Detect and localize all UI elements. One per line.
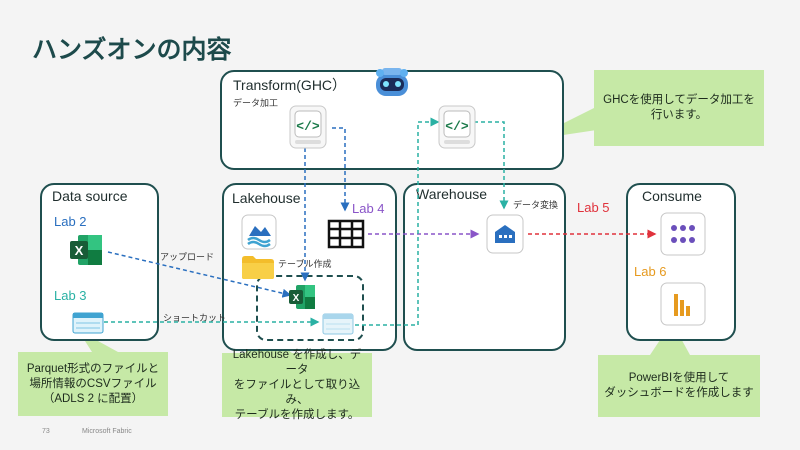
- source-callout: Parquet形式のファイルと 場所情報のCSVファイル （ADLS 2 に配置…: [18, 352, 168, 416]
- svg-text:X: X: [293, 293, 300, 304]
- page-title: ハンズオンの内容: [32, 36, 232, 64]
- excel-icon: X: [289, 285, 315, 309]
- callout-line: PowerBIを使用して: [628, 372, 730, 384]
- warehouse-icon: [486, 214, 524, 254]
- lab3-label: Lab 3: [54, 288, 87, 303]
- folder-icon: [242, 256, 274, 279]
- powerbi-callout: PowerBIを使用して ダッシュボードを作成します: [598, 355, 760, 417]
- ghc-callout: GHCを使用してデータ加工を 行います。: [594, 70, 764, 146]
- svg-text:X: X: [75, 243, 84, 258]
- shortcut-label: ショートカット: [163, 313, 227, 323]
- lakehouse-label: Lakehouse: [232, 190, 301, 206]
- callout-line: Lakehouse を作成し、データ: [232, 348, 362, 376]
- lakehouse-icon: [241, 214, 277, 250]
- callout-line: （ADLS 2 に配置）: [42, 392, 144, 405]
- lab6-label: Lab 6: [634, 264, 667, 279]
- csv-file-icon: [72, 312, 104, 334]
- code-icon: </>: [289, 105, 327, 149]
- upload-connector: [107, 251, 292, 298]
- csv-file-icon: [322, 313, 354, 335]
- copilot-icon: [376, 68, 408, 96]
- callout-line: 行います。: [650, 109, 708, 121]
- lakehouse-callout: Lakehouse を作成し、データ をファイルとして取り込み、 テーブルを作成…: [222, 349, 372, 421]
- upload-label: アップロード: [160, 252, 215, 262]
- transform-edge-label: データ変換: [513, 200, 559, 210]
- callout-line: 場所情報のCSVファイル: [29, 377, 157, 390]
- transform-sublabel: データ加工: [233, 98, 279, 108]
- consume-label: Consume: [642, 188, 702, 204]
- callout-line: Parquet形式のファイルと: [26, 362, 160, 375]
- powerbi-icon: [660, 282, 706, 326]
- warehouse-box: [403, 183, 566, 351]
- table-icon: [327, 219, 365, 249]
- semantic-model-icon: [660, 212, 706, 256]
- code-icon: </>: [438, 105, 476, 149]
- lakehouse-inner-region: [256, 275, 364, 341]
- lab2-label: Lab 2: [54, 214, 87, 229]
- callout-line: テーブルを作成します。: [234, 408, 360, 421]
- callout-line: ダッシュボードを作成します: [604, 387, 754, 399]
- callout-line: GHCを使用してデータ加工を: [603, 94, 755, 106]
- footer-text: Microsoft Fabric: [82, 428, 132, 435]
- page-number: 73: [42, 428, 50, 435]
- svg-text:</>: </>: [445, 119, 469, 134]
- lab4-label: Lab 4: [352, 201, 385, 216]
- lab5-label: Lab 5: [577, 200, 610, 215]
- transform-label: Transform(GHC）: [233, 77, 347, 93]
- ghc2-input-connector: [355, 117, 440, 326]
- callout-line: をファイルとして取り込み、: [233, 378, 361, 406]
- ghc2-output-connector: [474, 121, 509, 210]
- svg-text:</>: </>: [296, 119, 320, 134]
- ghc1-table-connector: [332, 127, 350, 212]
- excel-icon: X: [70, 235, 102, 265]
- warehouse-label: Warehouse: [416, 186, 488, 202]
- datasource-label: Data source: [52, 188, 128, 204]
